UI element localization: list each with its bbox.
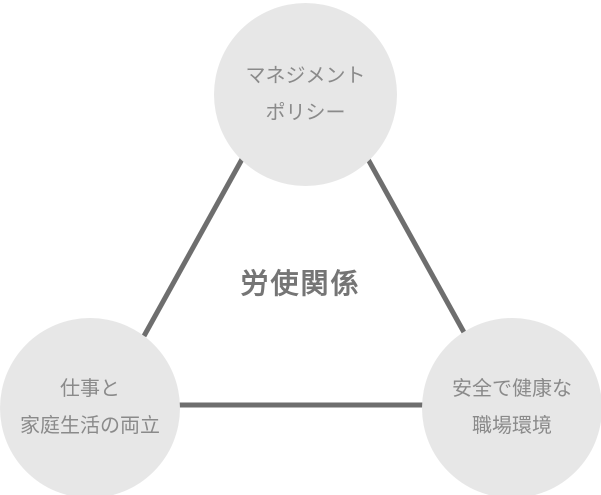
node-label-line: 職場環境 bbox=[472, 415, 552, 437]
node-management-policy: マネジメント ポリシー bbox=[214, 3, 397, 186]
connector-top-to-right-line bbox=[361, 150, 469, 338]
center-label: 労使関係 bbox=[240, 268, 361, 299]
node-label-line: マネジメント bbox=[245, 64, 366, 87]
node-work-family-balance: 仕事と 家庭生活の両立 bbox=[0, 318, 180, 495]
node-label-line: 安全で健康な bbox=[452, 378, 572, 400]
node-label-line: 仕事と bbox=[60, 378, 120, 400]
node-label-line: ポリシー bbox=[265, 101, 346, 124]
node-safe-healthy-workplace: 安全で健康な 職場環境 bbox=[422, 318, 601, 495]
connector-top-to-left-line bbox=[141, 150, 249, 338]
node-label-line: 家庭生活の両立 bbox=[20, 415, 160, 437]
